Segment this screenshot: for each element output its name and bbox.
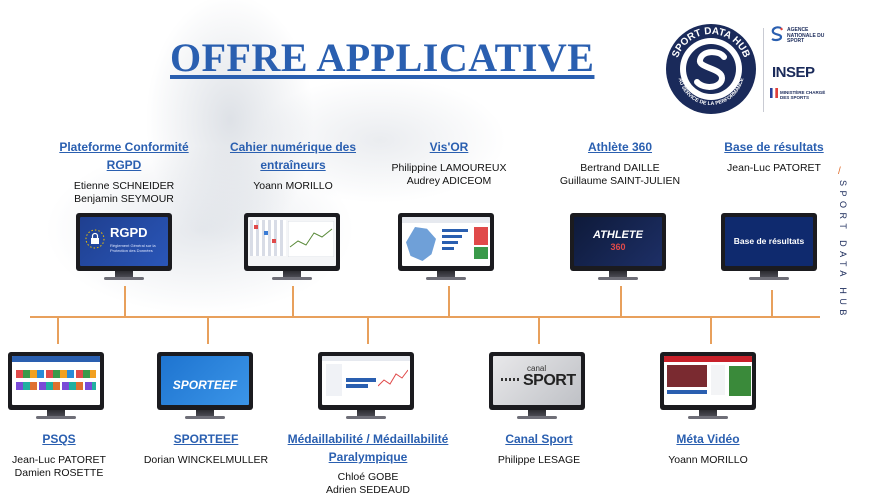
- person-name: Dorian WINCKELMULLER: [143, 454, 269, 466]
- person-name: Jean-Luc PATORET: [727, 162, 821, 174]
- timeline-tick: [538, 318, 540, 344]
- ans-logo-icon: [771, 26, 783, 42]
- app-rgpd: Plateforme Conformité RGPD Etienne SCHNE…: [44, 138, 204, 206]
- monitor-visor[interactable]: [398, 213, 494, 280]
- timeline-tick: [57, 318, 59, 344]
- person-name: Adrien SEDEAUD: [325, 484, 411, 496]
- page-title: OFFRE APPLICATIVE: [170, 35, 595, 80]
- monitor-cahier-numerique[interactable]: [244, 213, 340, 280]
- monitor-base-resultats[interactable]: Base de résultats: [721, 213, 817, 280]
- app-cahier-numerique: Cahier numérique des entraîneurs Yoann M…: [218, 138, 368, 193]
- monitor-medaillabilite[interactable]: [318, 352, 414, 419]
- timeline-tick: [207, 318, 209, 344]
- screen-label: SPORTEEF: [172, 378, 238, 392]
- app-title-link[interactable]: Médaillabilité / Médaillabilité Paralymp…: [287, 432, 449, 464]
- person-name: Bertrand DAILLE: [580, 162, 660, 174]
- app-title-link[interactable]: Athlète 360: [587, 140, 653, 154]
- monitor-canal-sport[interactable]: canal SPORT: [489, 352, 585, 419]
- partner-logos: AGENCE NATIONALE DU SPORT INSEP MINISTÈR…: [770, 26, 832, 116]
- timeline-tick: [710, 318, 712, 344]
- person-name: Philippe LESAGE: [497, 454, 581, 466]
- person-name: Etienne SCHNEIDER: [73, 180, 175, 192]
- app-title-link[interactable]: Méta Vidéo: [676, 432, 740, 446]
- screen-sublabel: Règlement Général sur la Protection des …: [110, 243, 156, 253]
- person-name: Jean-Luc PATORET: [12, 454, 106, 466]
- screen-sublabel: SPORT: [523, 372, 576, 389]
- person-name: Philippine LAMOUREUX: [391, 162, 507, 174]
- ans-text: AGENCE NATIONALE DU SPORT: [787, 27, 825, 45]
- screen-label: RGPD: [110, 225, 148, 240]
- monitor-psqs[interactable]: [8, 352, 104, 419]
- logo-divider: [763, 28, 764, 112]
- person-name: Chloé GOBE: [337, 471, 399, 483]
- ministere-text: MINISTÈRE CHARGÉ DES SPORTS: [780, 90, 826, 101]
- monitor-athlete-360[interactable]: ATHLETE 360: [570, 213, 666, 280]
- timeline-tick: [448, 286, 450, 316]
- app-title-link[interactable]: Vis'OR: [429, 140, 469, 154]
- app-title-link[interactable]: SPORTEEF: [173, 432, 239, 446]
- person-name: Yoann MORILLO: [668, 454, 748, 466]
- app-visor: Vis'OR Philippine LAMOUREUX Audrey ADICE…: [374, 138, 524, 188]
- side-label: SPORT DATA HUB: [838, 180, 848, 320]
- monitor-rgpd[interactable]: RGPD Règlement Général sur la Protection…: [76, 213, 172, 280]
- monitor-sporteef[interactable]: SPORTEEF: [157, 352, 253, 419]
- app-medaillabilite: Médaillabilité / Médaillabilité Paralymp…: [282, 430, 454, 497]
- screen-label: canal: [527, 364, 547, 373]
- person-name: Yoann MORILLO: [253, 180, 333, 192]
- sport-data-hub-logo: SPORT DATA HUB AU SERVICE DE LA PERFORMA…: [666, 24, 756, 114]
- app-canal-sport: Canal Sport Philippe LESAGE: [474, 430, 604, 467]
- lock-icon: [85, 229, 105, 249]
- person-name: Damien ROSETTE: [14, 467, 104, 479]
- person-name: Benjamin SEYMOUR: [74, 193, 174, 205]
- timeline-tick: [367, 318, 369, 344]
- app-athlete-360: Athlète 360 Bertrand DAILLE Guillaume SA…: [545, 138, 695, 188]
- screen-label: ATHLETE: [593, 229, 643, 241]
- timeline-tick: [620, 286, 622, 316]
- screen-sublabel: 360: [610, 242, 626, 252]
- app-psqs: PSQS Jean-Luc PATORET Damien ROSETTE: [0, 430, 122, 480]
- timeline-tick: [124, 286, 126, 316]
- screen-label: Base de résultats: [733, 236, 805, 246]
- app-sporteef: SPORTEEF Dorian WINCKELMULLER: [128, 430, 284, 467]
- timeline-tick: [292, 286, 294, 316]
- app-title-link[interactable]: Canal Sport: [505, 432, 573, 446]
- app-title-link[interactable]: PSQS: [42, 432, 76, 446]
- app-title-link[interactable]: Base de résultats: [724, 140, 824, 154]
- marianne-icon: [770, 88, 778, 98]
- insep-logo: INSEP: [772, 64, 815, 81]
- app-base-resultats: Base de résultats Jean-Luc PATORET: [700, 138, 848, 175]
- app-meta-video: Méta Vidéo Yoann MORILLO: [645, 430, 771, 467]
- timeline-tick: [771, 290, 773, 316]
- person-name: Guillaume SAINT-JULIEN: [559, 175, 681, 187]
- app-title-link[interactable]: Plateforme Conformité RGPD: [59, 140, 189, 172]
- app-title-link[interactable]: Cahier numérique des entraîneurs: [229, 140, 357, 172]
- person-name: Audrey ADICEOM: [406, 175, 492, 187]
- monitor-meta-video[interactable]: [660, 352, 756, 419]
- timeline-line: [30, 316, 820, 318]
- side-slash: /: [838, 166, 841, 177]
